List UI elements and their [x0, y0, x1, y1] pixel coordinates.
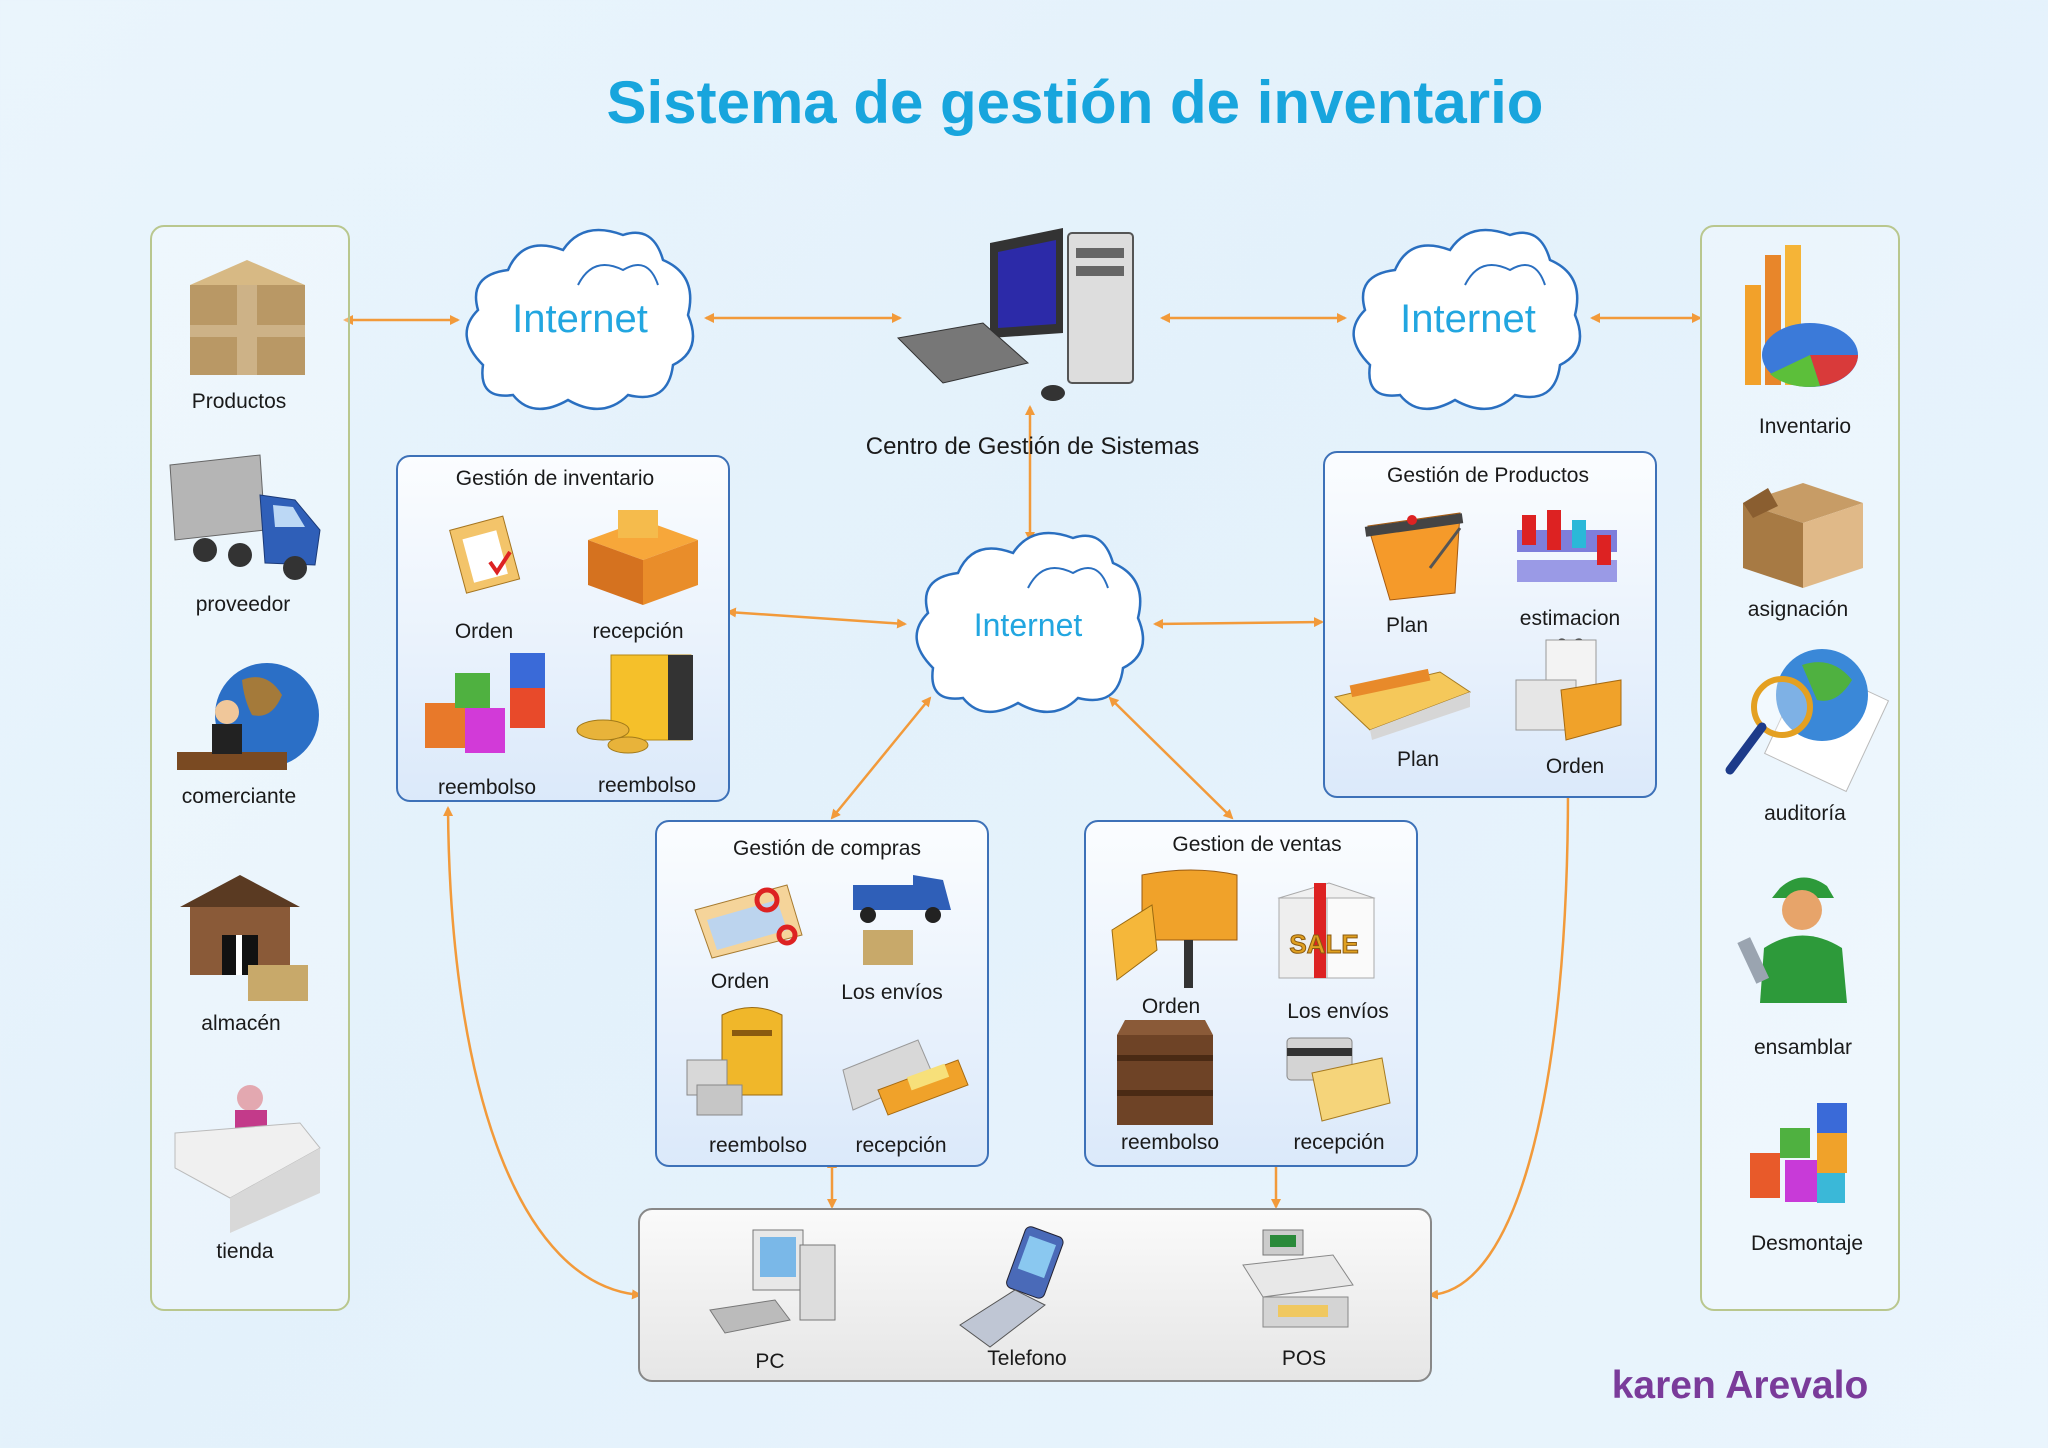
- sidebar-item-tienda: tienda: [216, 1240, 274, 1263]
- inventory-item-recepcion: recepción: [592, 620, 684, 643]
- purchases-box-title: Gestión de compras: [733, 837, 921, 860]
- pc-icon: [709, 1229, 836, 1334]
- sales-item-recepcion: recepción: [1293, 1131, 1385, 1154]
- cloud-right-label: Internet: [1400, 297, 1536, 341]
- warehouse-icon: [180, 875, 308, 1001]
- page-title: Sistema de gestión de inventario: [606, 69, 1544, 136]
- author-signature: karen Arevalo: [1611, 1364, 1869, 1407]
- products-item-plan-2: Plan: [1396, 748, 1440, 771]
- credit-card-icon: [1286, 1037, 1391, 1122]
- shop-counter-icon: [174, 1085, 321, 1233]
- cloud-right-icon: [1352, 228, 1582, 411]
- worker-icon: [1737, 877, 1847, 1003]
- businessman-globe-icon: [177, 663, 319, 770]
- purchases-item-reembolso: reembolso: [708, 1134, 808, 1157]
- inventory-box-title: Gestión de inventario: [455, 467, 655, 490]
- device-pc-label: PC: [755, 1350, 785, 1373]
- sidebar-item-productos: Productos: [191, 390, 287, 413]
- svg-text:SALE: SALE: [1289, 929, 1358, 959]
- products-box-title: Gestión de Productos: [1387, 464, 1589, 487]
- products-item-plan-1: Plan: [1385, 614, 1429, 637]
- cash-register-icon: [1242, 1229, 1354, 1328]
- inventory-item-reembolso-2: reembolso: [597, 774, 697, 797]
- purchases-item-envios: Los envíos: [841, 981, 943, 1004]
- inventory-item-orden: Orden: [454, 620, 514, 643]
- cloud-left-label: Internet: [512, 297, 648, 341]
- device-pos-label: POS: [1281, 1347, 1327, 1370]
- folder-coins-icon: [576, 654, 693, 754]
- sales-item-envios: Los envíos: [1287, 1000, 1389, 1023]
- shipping-truck-icon: [853, 875, 951, 965]
- products-box: [1323, 451, 1657, 798]
- mailbox-boxes-icon: [686, 1007, 783, 1116]
- arrow-products-pos: [1428, 788, 1573, 1300]
- purchases-item-orden: Orden: [710, 970, 770, 993]
- desktop-computer-icon: [896, 228, 1134, 401]
- cardboard-box-icon: [190, 260, 305, 375]
- mailbox-icon: [1111, 869, 1238, 988]
- sale-gift-icon: SALE: [1277, 882, 1376, 979]
- arrow-inventory-cloud: [726, 607, 907, 629]
- wooden-crate-icon: [1117, 1020, 1213, 1125]
- inventory-item-reembolso-1: reembolso: [437, 776, 537, 799]
- open-box-icon: [1743, 483, 1863, 588]
- arrow-inventory-pc: [443, 806, 642, 1300]
- delivery-truck-icon: [169, 454, 321, 580]
- magnifier-globe-icon: [1725, 649, 1890, 793]
- sidebar-item-inventario: Inventario: [1758, 415, 1852, 438]
- arrow-cloud-products: [1153, 617, 1324, 629]
- sidebar-item-desmontaje: Desmontaje: [1750, 1232, 1864, 1255]
- flip-phone-icon: [959, 1226, 1064, 1348]
- device-telefono-label: Telefono: [987, 1347, 1067, 1370]
- clipboard-icon: [449, 515, 521, 594]
- sales-box-title: Gestion de ventas: [1172, 833, 1342, 856]
- arrow-cloud-purchases: [830, 696, 932, 820]
- sales-item-orden: Orden: [1141, 995, 1201, 1018]
- order-tag-icon: [694, 884, 803, 959]
- sidebar-item-ensamblar: ensamblar: [1753, 1036, 1853, 1059]
- cloud-left-icon: [465, 228, 695, 411]
- sidebar-item-auditoria: auditoría: [1764, 802, 1846, 825]
- money-bills-icon: [842, 1039, 969, 1116]
- sidebar-item-asignacion: asignación: [1747, 598, 1849, 621]
- plan-paper-icon: [1364, 512, 1464, 601]
- sidebar-item-proveedor: proveedor: [195, 593, 291, 616]
- purchases-box: [655, 820, 989, 1167]
- sales-item-reembolso: reembolso: [1120, 1131, 1220, 1154]
- cloud-center-label: Internet: [973, 607, 1083, 643]
- sidebar-item-comerciante: comerciante: [181, 785, 297, 808]
- arrow-cloud-sales: [1108, 696, 1234, 820]
- cloud-center-icon: [915, 531, 1145, 714]
- products-item-orden: Orden: [1545, 755, 1605, 778]
- boxes-icon: [588, 510, 698, 605]
- bar-pie-chart-icon: [1745, 245, 1858, 387]
- estimation-chart-icon: [1517, 510, 1617, 582]
- colored-blocks-icon: [1750, 1103, 1847, 1203]
- purchases-item-recepcion: recepción: [855, 1134, 947, 1157]
- plan-documents-icon: [1333, 668, 1472, 740]
- sidebar-item-almacen: almacén: [201, 1012, 281, 1035]
- center-label: Centro de Gestión de Sistemas: [865, 433, 1200, 460]
- files-drawer-icon: [1515, 639, 1622, 741]
- cubes-icon: [425, 653, 545, 753]
